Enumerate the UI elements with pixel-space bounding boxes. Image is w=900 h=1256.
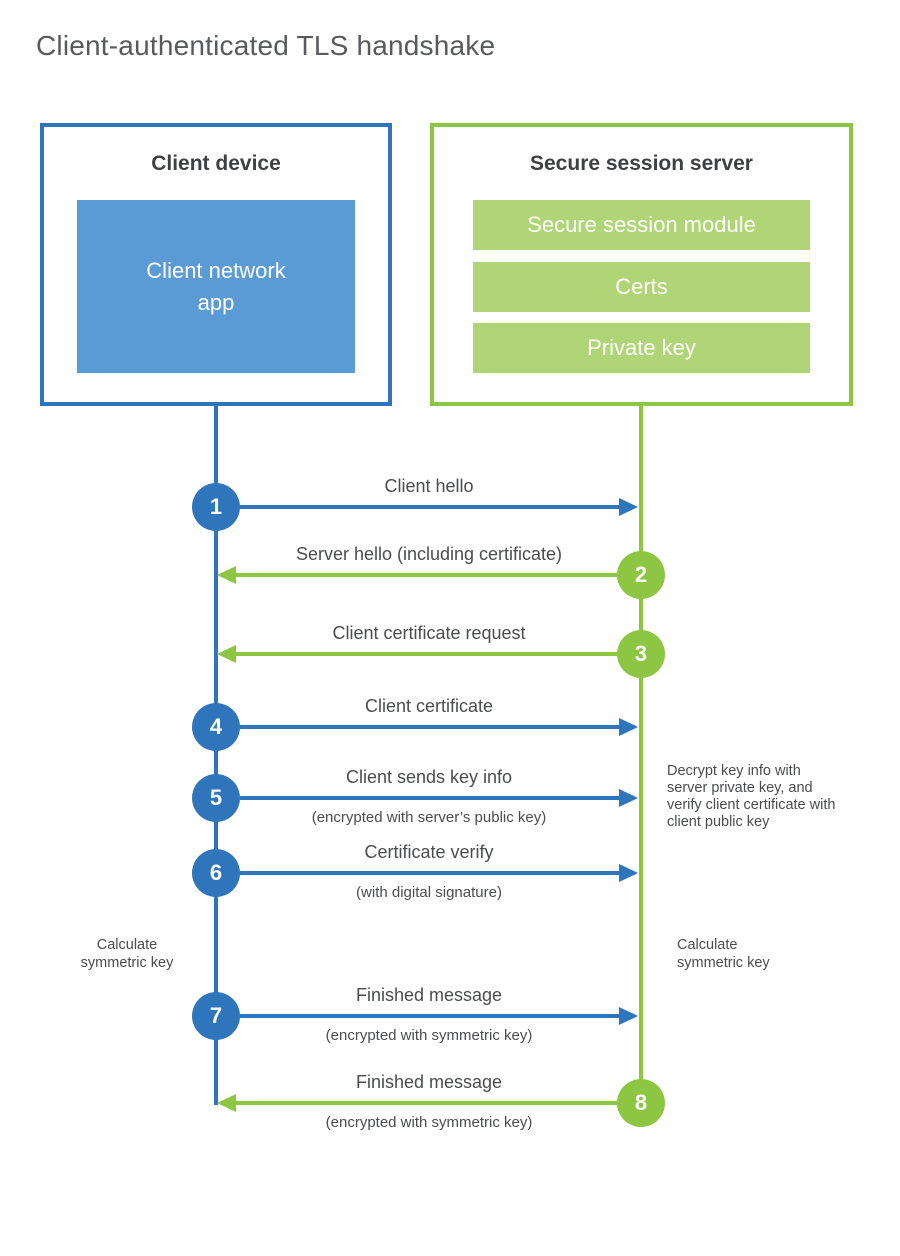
server-title: Secure session server: [530, 152, 753, 175]
step-2-label: Server hello (including certificate): [295, 544, 563, 564]
step-8-sublabel: (encrypted with symmetric key): [325, 1114, 533, 1131]
step-4-arrowhead-icon: [619, 718, 638, 736]
step-8-arrowhead-icon: [217, 1094, 236, 1112]
step-6-arrow: [240, 871, 620, 875]
step-7-label: Finished message: [355, 985, 503, 1005]
client-device-title: Client device: [151, 152, 281, 175]
step-2-circle: 2: [617, 551, 665, 599]
page-title: Client-authenticated TLS handshake: [36, 30, 496, 61]
step-5-arrowhead-icon: [619, 789, 638, 807]
step-2-arrow: [236, 573, 617, 577]
step-7-circle: 7: [192, 992, 240, 1040]
step-7-sublabel: (encrypted with symmetric key): [325, 1027, 533, 1044]
step-1-label: Client hello: [384, 476, 474, 496]
step-3-circle: 3: [617, 630, 665, 678]
step-3-arrowhead-icon: [217, 645, 236, 663]
client-network-app-box: Client network app: [77, 200, 355, 373]
step-3-arrow: [236, 652, 617, 656]
step-4-circle: 4: [192, 703, 240, 751]
step-2-arrowhead-icon: [217, 566, 236, 584]
client-lifeline: [214, 405, 218, 1105]
step-8-circle: 8: [617, 1079, 665, 1127]
certs-bar: Certs: [473, 262, 810, 312]
step-5-label: Client sends key info: [345, 767, 513, 787]
step-4-label: Client certificate: [364, 696, 494, 716]
note-calculate-symmetric-key-client: Calculate symmetric key: [80, 937, 174, 971]
step-7-arrow: [240, 1014, 620, 1018]
step-1-arrowhead-icon: [619, 498, 638, 516]
step-6-label: Certificate verify: [364, 842, 494, 862]
step-6-arrowhead-icon: [619, 864, 638, 882]
server-lifeline: [639, 405, 643, 1105]
step-5-circle: 5: [192, 774, 240, 822]
step-6-circle: 6: [192, 849, 240, 897]
step-5-sublabel: (encrypted with server’s public key): [311, 809, 547, 826]
step-8-arrow: [236, 1101, 617, 1105]
step-1-circle: 1: [192, 483, 240, 531]
step-8-label: Finished message: [355, 1072, 503, 1092]
note-decrypt-key-info: Decrypt key info with server private key…: [667, 763, 836, 830]
step-5-arrow: [240, 796, 620, 800]
step-1-arrow: [240, 505, 620, 509]
step-7-arrowhead-icon: [619, 1007, 638, 1025]
step-4-arrow: [240, 725, 620, 729]
note-calculate-symmetric-key-server: Calculate symmetric key: [677, 937, 770, 971]
private-key-bar: Private key: [473, 323, 810, 373]
step-6-sublabel: (with digital signature): [356, 884, 502, 901]
secure-session-module-bar: Secure session module: [473, 200, 810, 250]
step-3-label: Client certificate request: [332, 623, 526, 643]
